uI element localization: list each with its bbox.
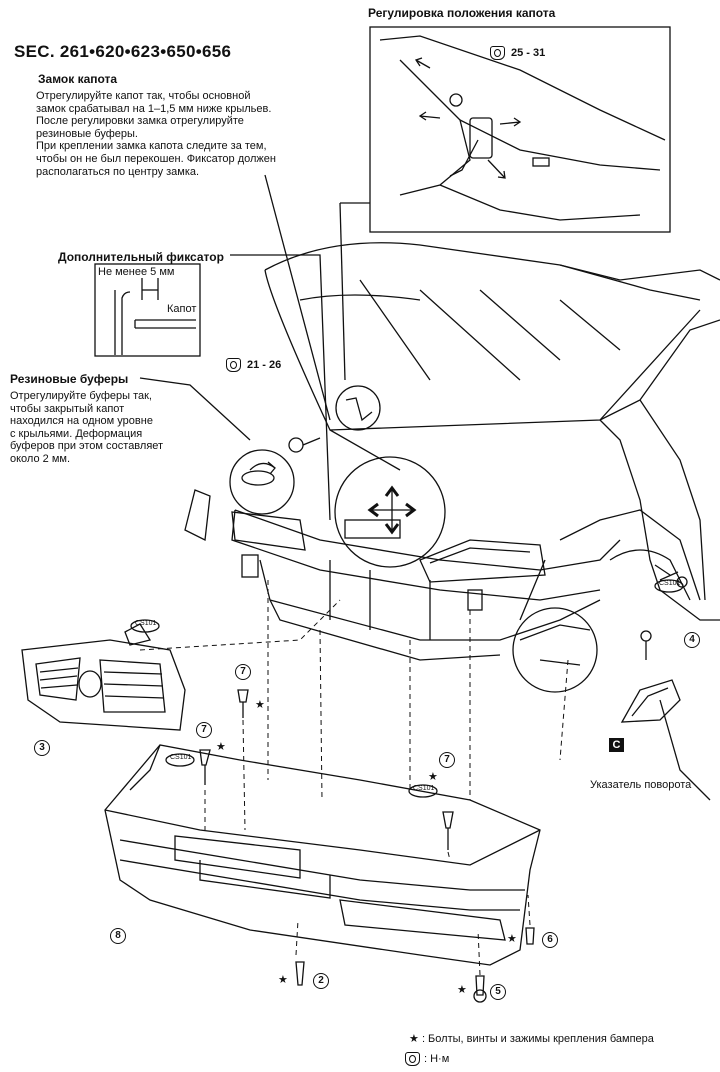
headlight-left	[231, 511, 306, 551]
star-mark: ★	[428, 771, 438, 783]
hood-adjust-label: Регулировка положения капота	[368, 6, 556, 20]
rubber-bumpers-text: Отрегулируйте буферы так, чтобы закрытый…	[10, 390, 164, 465]
torque-wrench-icon	[226, 358, 241, 372]
legend-torque-row: : Н·м	[405, 1052, 449, 1066]
hood-lock-heading: Замок капота	[38, 72, 118, 86]
radiator-support	[234, 509, 621, 571]
clip-code-label: CS101	[659, 580, 681, 587]
callout-7-top: 7	[235, 664, 251, 680]
secondary-latch-min: Не менее 5 мм	[98, 266, 175, 278]
callout-7-left: 7	[196, 722, 212, 738]
callout-5: 5	[490, 984, 506, 1000]
hood-adjust-torque: 25 - 31	[490, 46, 545, 60]
torque-wrench-icon	[405, 1052, 420, 1066]
star-mark: ★	[216, 741, 226, 753]
legend-star-row: ★ : Болты, винты и зажимы крепления бамп…	[409, 1032, 654, 1045]
hood	[264, 242, 701, 301]
callout-7-right: 7	[439, 752, 455, 768]
star-mark: ★	[507, 933, 517, 945]
turn-signal-label: Указатель поворота	[590, 779, 692, 791]
star-mark: ★	[457, 984, 467, 996]
star-mark: ★	[278, 974, 288, 986]
rubber-bumper-detail	[229, 449, 295, 515]
callout-8-bumper: 8	[110, 928, 126, 944]
latch-torque: 21 - 26	[226, 358, 281, 372]
grille	[21, 639, 186, 731]
clip-code-label: CS101	[413, 785, 435, 792]
hood-lock-text: Отрегулируйте капот так, чтобы основной …	[36, 90, 276, 178]
clip-code-label: CS101	[135, 620, 157, 627]
star-icon: ★	[409, 1033, 419, 1045]
hood-adjust-inset	[369, 26, 671, 233]
clip-code-label: CS101	[170, 754, 192, 761]
rubber-bumpers-heading: Резиновые буферы	[10, 372, 129, 386]
front-bumper	[104, 744, 541, 966]
callout-4-turn-signal: 4	[684, 632, 700, 648]
turn-signal	[620, 679, 681, 723]
torque-wrench-icon	[490, 46, 505, 60]
detail-c-marker: C	[609, 738, 624, 752]
headlight-right	[419, 539, 546, 583]
hood-stopper-detail	[335, 385, 381, 431]
legend-torque-text: : Н·м	[424, 1053, 450, 1065]
star-mark: ★	[255, 699, 265, 711]
callout-2: 2	[313, 973, 329, 989]
callout-6: 6	[542, 932, 558, 948]
section-title: SEC. 261•620•623•650•656	[14, 42, 232, 61]
secondary-latch-heading: Дополнительный фиксатор	[58, 250, 224, 264]
callout-3-grille: 3	[34, 740, 50, 756]
legend-star-text: : Болты, винты и зажимы крепления бампер…	[421, 1033, 654, 1045]
detail-c-circle	[512, 607, 598, 693]
secondary-latch-hood: Капот	[167, 303, 197, 315]
latch-adjust-detail	[334, 456, 446, 568]
secondary-latch-inset	[94, 263, 201, 357]
